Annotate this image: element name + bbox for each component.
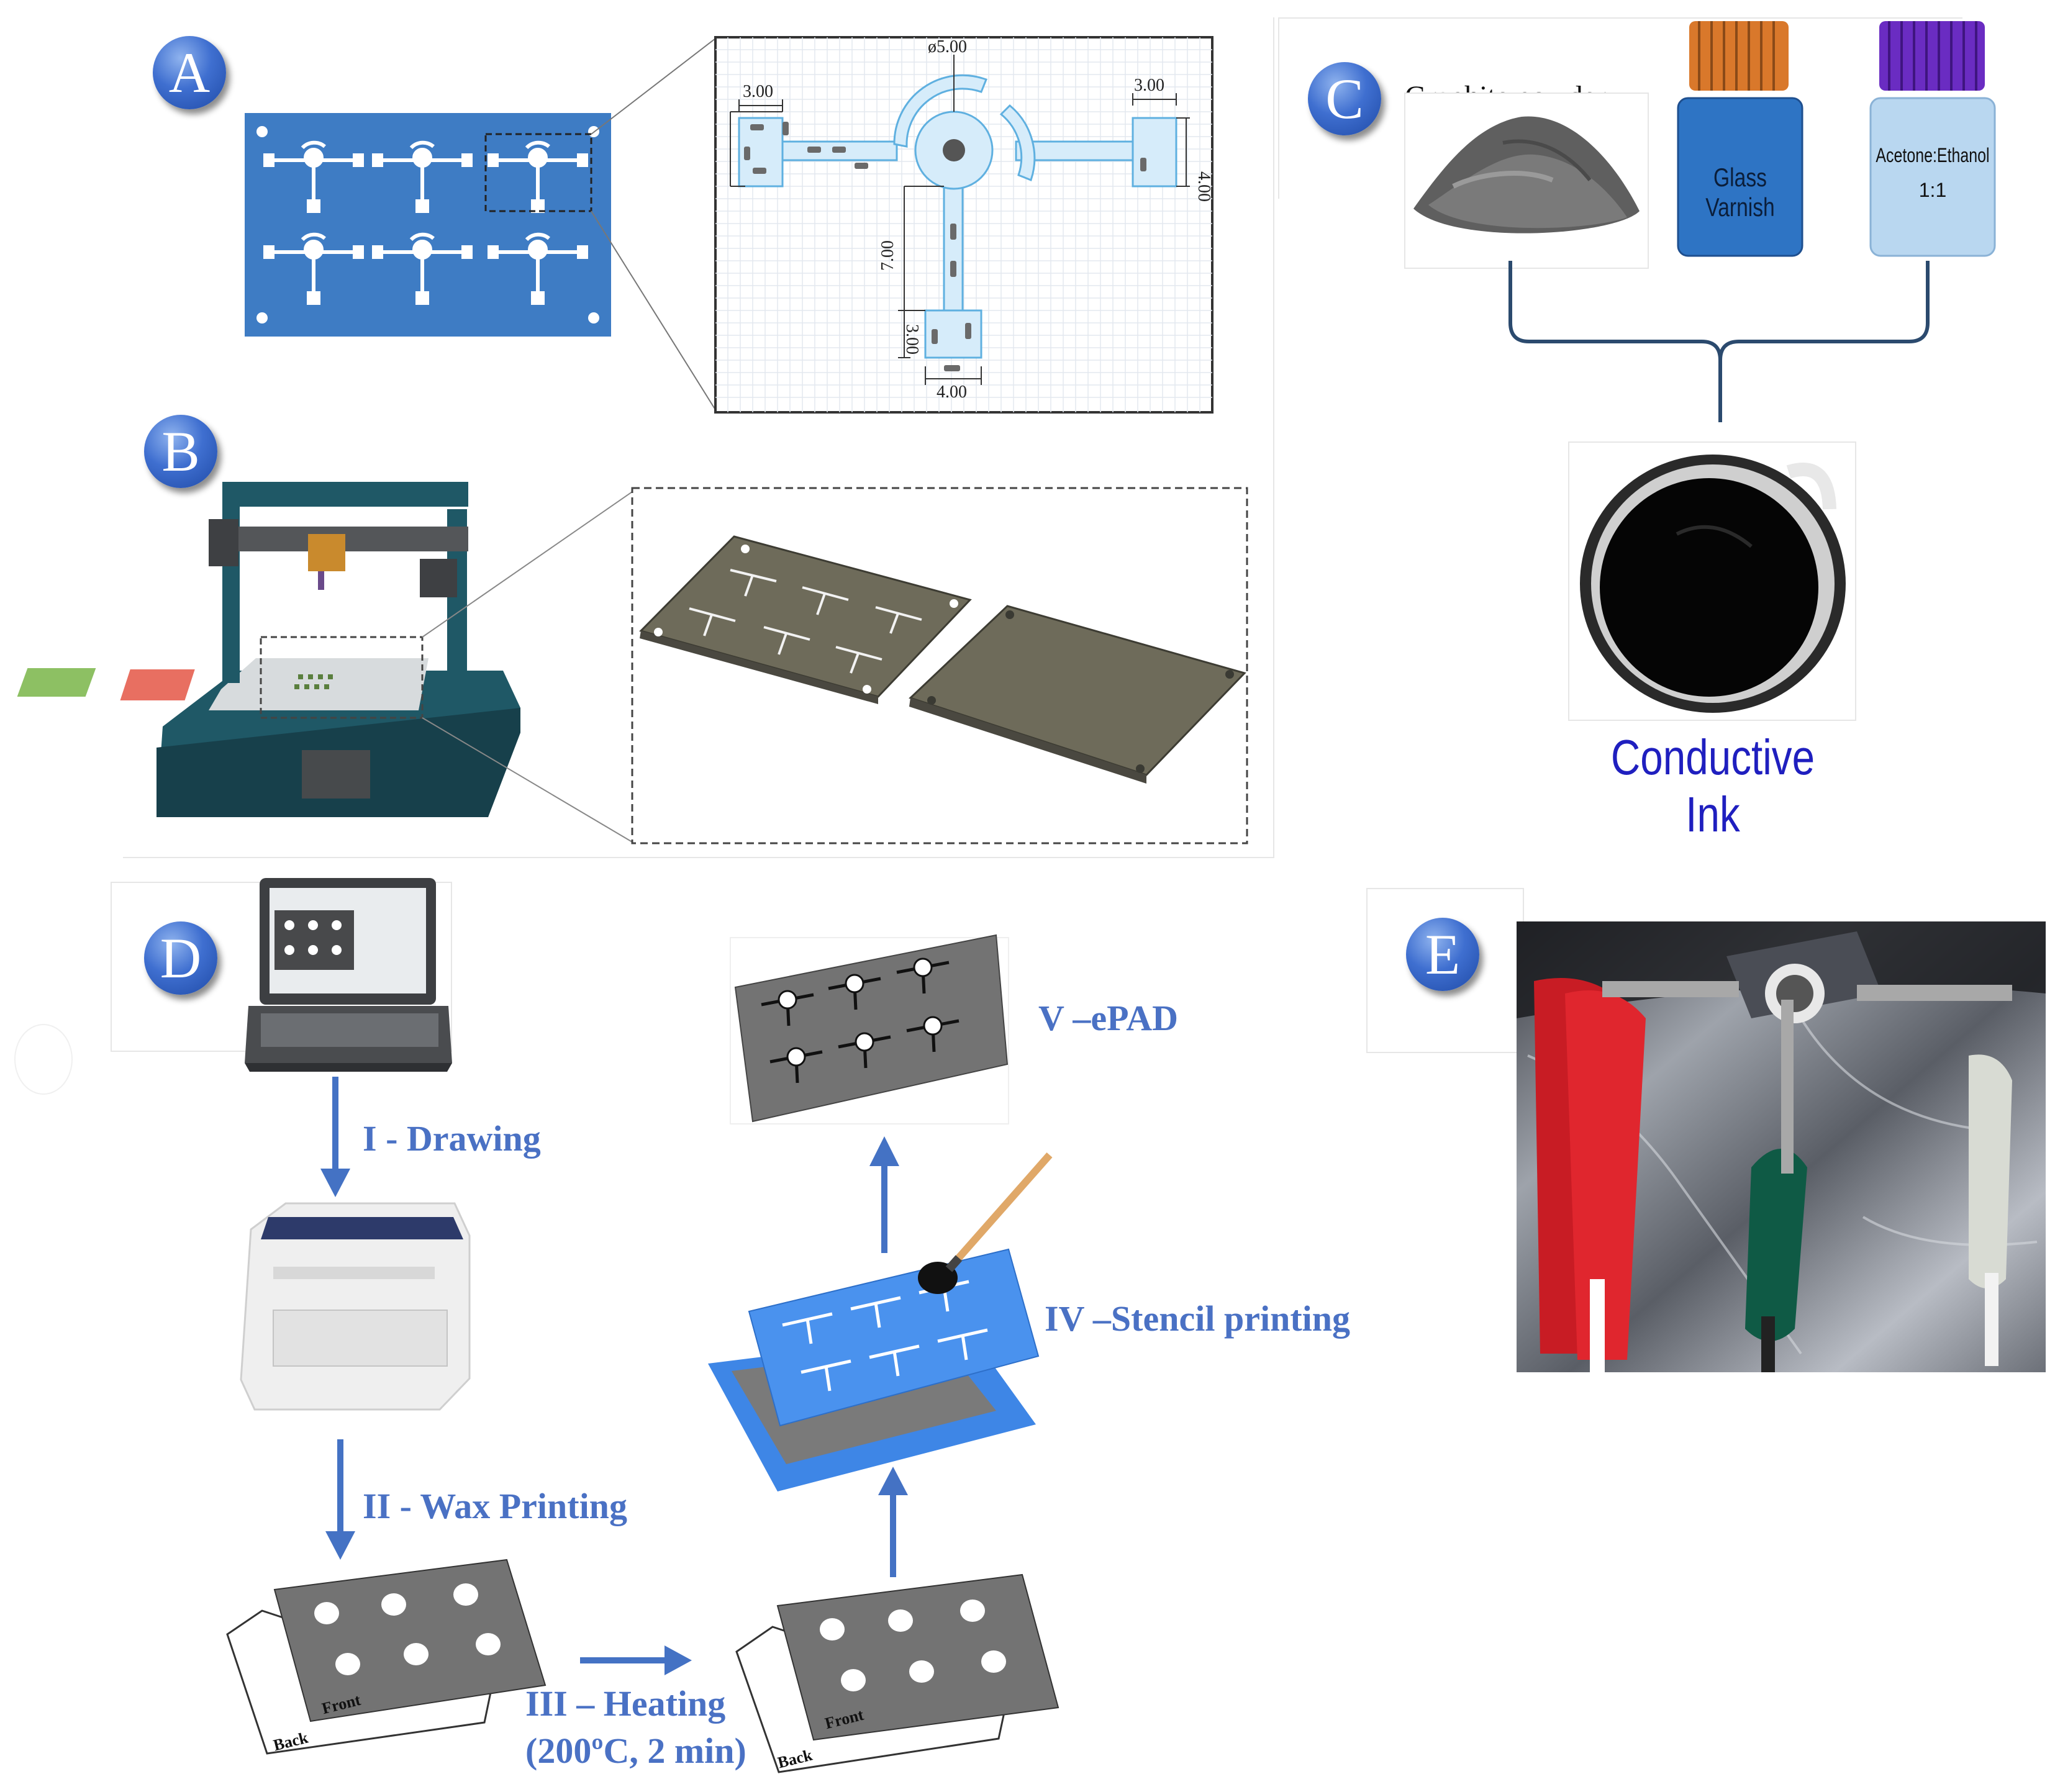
step-heating-conditions: (200ºC, 2 min): [525, 1731, 746, 1771]
step-wax-printing-label: II - Wax Printing: [363, 1486, 627, 1526]
dim-right-height: 4.00: [1194, 171, 1213, 202]
finished-epad: [730, 934, 1009, 1125]
panel-ab-frame: [123, 17, 1274, 858]
3d-printer: [17, 482, 520, 817]
white-clip: [1857, 985, 2012, 1366]
wax-printer: [240, 1202, 471, 1411]
wax-printed-sheet-1: [226, 1559, 547, 1755]
panel-c-frame: [1278, 17, 1962, 199]
step-heating-label: III – Heating: [525, 1683, 726, 1724]
stencil-zoom-box: [631, 487, 1248, 844]
stencil-printing-assembly: [708, 1152, 1053, 1491]
glass-varnish-bottle: [1677, 21, 1803, 257]
red-clip: [1534, 978, 1739, 1372]
dim-bottom-height: 3.00: [902, 324, 922, 355]
panel-b-badge: B: [144, 415, 217, 488]
laptop: [245, 878, 452, 1072]
graphite-powder-pile: [1413, 116, 1640, 233]
dim-left-width: 3.00: [743, 82, 773, 101]
panel-e-badge: E: [1406, 918, 1479, 991]
solvent-label-line1: Acetone:Ethanol: [1876, 144, 1990, 166]
panel-c-badge: C: [1308, 62, 1381, 135]
zoom-selection-box: [484, 133, 592, 212]
step-stencil-printing-label: IV –Stencil printing: [1045, 1298, 1351, 1339]
paper-electrode: [1726, 931, 1882, 1023]
step-drawing-label: I - Drawing: [363, 1118, 541, 1159]
printed-stencil-pieces: [639, 535, 1246, 784]
dim-stem-length: 7.00: [878, 240, 897, 271]
panel-a-badge: A: [153, 36, 226, 109]
solvent-label-line2: 1:1: [1918, 179, 1947, 201]
conductive-ink-well: [1580, 455, 1846, 713]
dim-bottom-width: 4.00: [937, 382, 967, 402]
dim-right-width: 3.00: [1134, 76, 1164, 95]
electrode-pattern-row: [263, 140, 588, 305]
cad-drawing: ø5.00 3.00 3.00 4.00 7.00 3.00 4.00: [714, 36, 1213, 414]
glass-varnish-label: Glass Varnish: [1705, 163, 1775, 222]
conductive-ink-label: Conductive Ink: [1610, 730, 1815, 842]
panel-d-badge: D: [144, 921, 217, 995]
green-clip: [1745, 1000, 1807, 1372]
solvent-bottle: [1869, 21, 1996, 257]
wax-printed-sheet-2: [735, 1573, 1059, 1773]
process-arrows: [320, 1077, 908, 1675]
step-epad-label: V –ePAD: [1038, 998, 1178, 1038]
mixing-brace: [1508, 261, 1930, 422]
dim-diameter: ø5.00: [928, 37, 967, 57]
